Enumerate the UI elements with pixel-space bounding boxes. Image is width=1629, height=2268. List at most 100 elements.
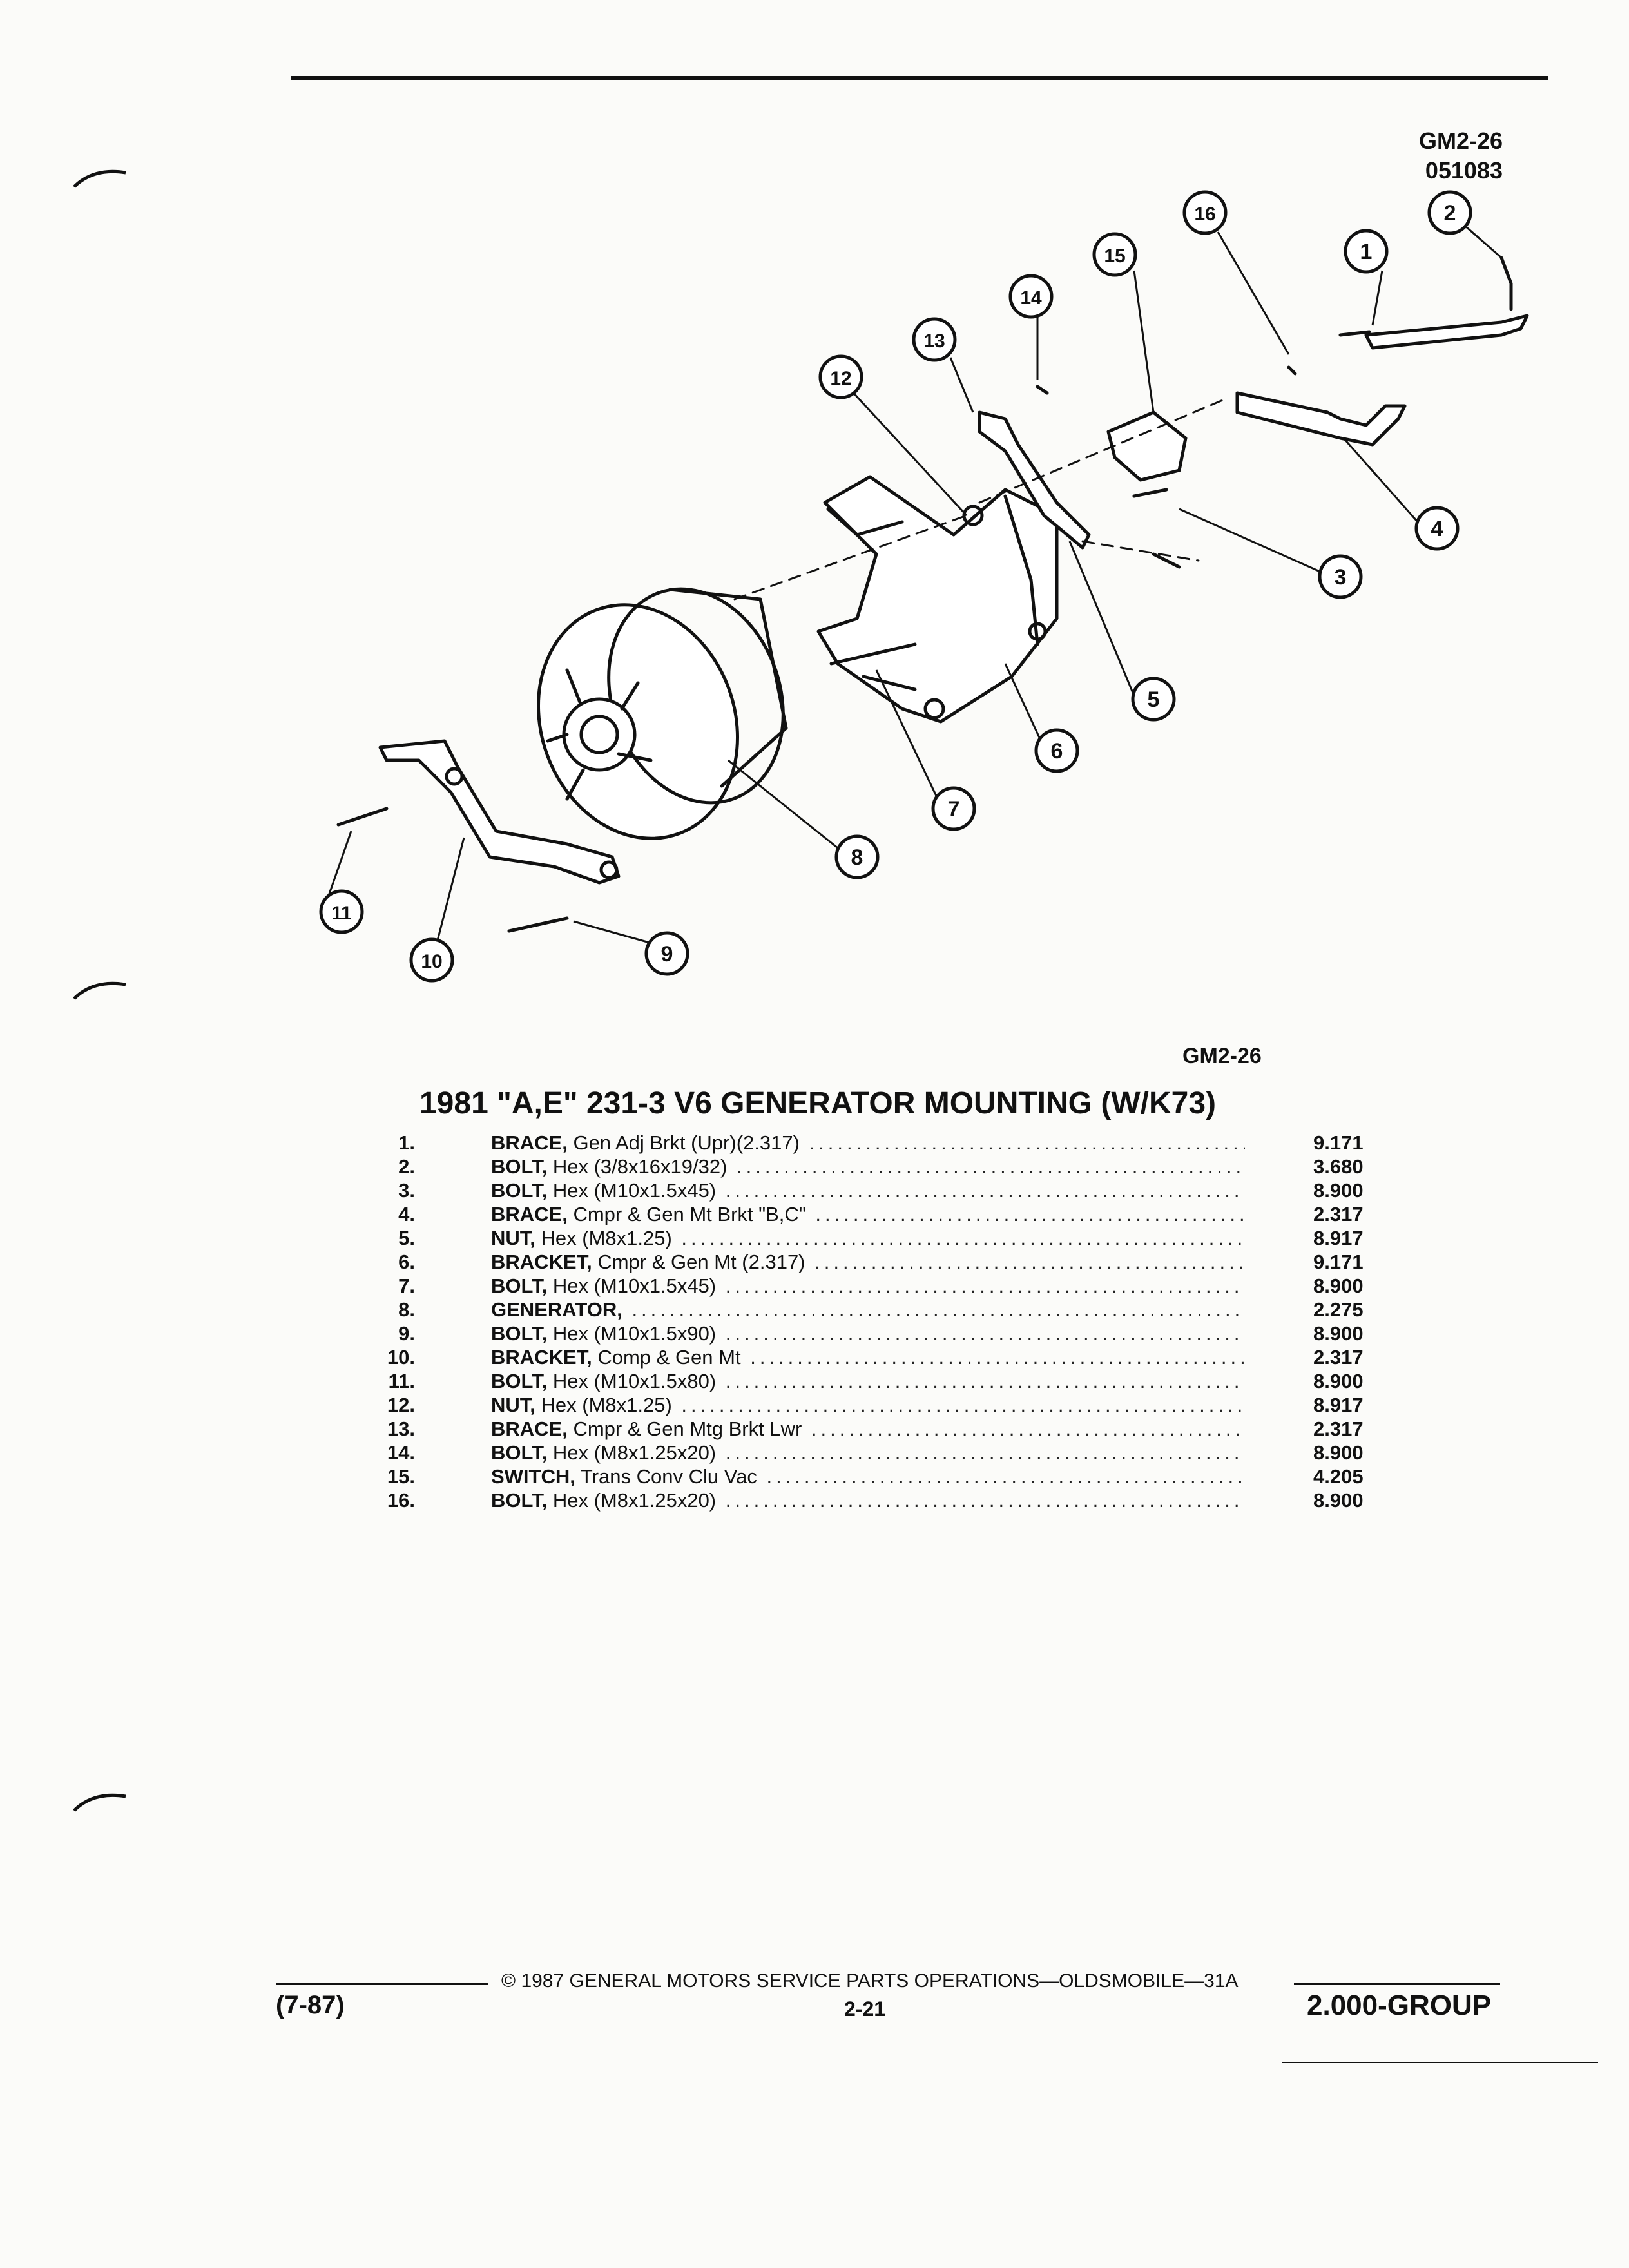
part-description: BOLT, Hex (M10x1.5x45) .................…	[491, 1274, 1245, 1298]
middle-brace-drawing	[1235, 391, 1407, 447]
group-number: 3.680	[1313, 1155, 1364, 1178]
group-label: 2.000-GROUP	[1307, 1990, 1492, 2021]
part-row: 5.NUT, Hex (M8x1.25) ...................…	[0, 1226, 1629, 1250]
callout-label: 10	[421, 951, 442, 972]
bolt-drawing	[1036, 365, 1297, 395]
part-number: 14.	[387, 1441, 415, 1464]
part-number: 4.	[398, 1203, 415, 1225]
group-number: 8.900	[1313, 1179, 1364, 1202]
callout-3	[1318, 554, 1363, 599]
margin-mark	[73, 169, 126, 188]
part-row: 14. BOLT, Hex (M8x1.25x20) ..............…	[0, 1441, 1629, 1465]
part-number: 3.	[398, 1179, 415, 1202]
part-description: BRACE, Cmpr & Gen Mtg Brkt Lwr .........…	[491, 1417, 1245, 1441]
part-number: 11.	[388, 1370, 415, 1392]
part-number: 10.	[387, 1346, 415, 1369]
bolt-drawing	[1132, 488, 1181, 569]
callout-label: 7	[948, 797, 960, 822]
leader-dots: ........................................…	[815, 1203, 1245, 1225]
callout-13	[912, 317, 957, 362]
leader-dots: ........................................…	[681, 1394, 1245, 1416]
group-number: 9.171	[1313, 1131, 1364, 1154]
group-number: 4.205	[1313, 1465, 1364, 1488]
part-description: BRACE, Gen Adj Brkt (Upr)(2.317) .......…	[491, 1131, 1245, 1155]
part-name: BRACKET,	[491, 1346, 592, 1369]
leader-dots: ........................................…	[811, 1418, 1245, 1440]
group-number: 8.917	[1313, 1227, 1364, 1249]
leader-dots: ........................................…	[681, 1227, 1245, 1249]
margin-mark	[73, 1793, 126, 1812]
part-detail: Trans Conv Clu Vac	[575, 1465, 757, 1488]
main-bracket-drawing	[816, 475, 1059, 724]
part-number: 6.	[398, 1251, 415, 1273]
callout-11	[319, 889, 364, 934]
part-row: 9.BOLT, Hex (M10x1.5x90) ...............…	[0, 1321, 1629, 1345]
part-row: 2.BOLT, Hex (3/8x16x19/32) .............…	[0, 1155, 1629, 1178]
generator-drawing	[536, 587, 788, 840]
leader-dots: ........................................…	[725, 1179, 1245, 1202]
callout-label: 8	[851, 845, 863, 870]
group-number: 2.317	[1313, 1418, 1364, 1440]
group-number: 9.171	[1313, 1251, 1364, 1273]
part-row: 1. BRACE, Gen Adj Brkt (Upr)(2.317) .....…	[0, 1131, 1629, 1155]
date-code: (7-87)	[276, 1991, 345, 2019]
part-row: 6. BRACKET, Cmpr & Gen Mt (2.317) .......…	[0, 1250, 1629, 1274]
part-detail: Hex (M10x1.5x45)	[547, 1179, 717, 1202]
callout-label: 9	[661, 942, 673, 966]
switch-drawing	[1106, 410, 1188, 482]
part-name: BRACE,	[491, 1203, 568, 1225]
callout-12	[818, 354, 863, 399]
callout-5	[1131, 677, 1176, 722]
callout-7	[931, 786, 976, 831]
group-number: 8.900	[1313, 1441, 1364, 1464]
illustration-code: GM2-26 051083	[1419, 126, 1503, 186]
part-description: NUT, Hex (M8x1.25) .....................…	[491, 1393, 1245, 1417]
bolt-drawing	[1338, 256, 1513, 337]
part-name: BRACE,	[491, 1131, 568, 1154]
part-description: BOLT, Hex (M10x1.5x80) .................…	[491, 1369, 1245, 1393]
part-description: GENERATOR, .............................…	[491, 1298, 1245, 1321]
part-detail: Gen Adj Brkt (Upr)(2.317)	[567, 1131, 800, 1154]
part-name: GENERATOR,	[491, 1298, 622, 1321]
callout-16	[1182, 190, 1228, 235]
callout-14	[1008, 274, 1054, 319]
part-description: SWITCH, Trans Conv Clu Vac .............…	[491, 1465, 1245, 1488]
callout-label: 6	[1051, 739, 1063, 764]
part-number: 16.	[387, 1489, 415, 1512]
part-detail: Hex (M10x1.5x80)	[547, 1370, 717, 1392]
leader-dots: ........................................…	[725, 1274, 1245, 1297]
part-detail: Hex (M10x1.5x45)	[547, 1274, 717, 1297]
callout-2	[1427, 190, 1472, 235]
part-row: 7.BOLT, Hex (M10x1.5x45) ...............…	[0, 1274, 1629, 1298]
part-number: 8.	[398, 1298, 415, 1321]
part-detail: Hex (3/8x16x19/32)	[547, 1155, 728, 1178]
part-row: 16.BOLT, Hex (M8x1.25x20) ..............…	[0, 1488, 1629, 1512]
part-description: BOLT, Hex (M10x1.5x90) .................…	[491, 1321, 1245, 1345]
bolt-drawing	[507, 916, 569, 933]
part-name: SWITCH,	[491, 1465, 575, 1488]
part-row: 13.BRACE, Cmpr & Gen Mtg Brkt Lwr ......…	[0, 1417, 1629, 1441]
part-detail: Comp & Gen Mt	[592, 1346, 741, 1369]
part-description: BRACKET, Cmpr & Gen Mt (2.317) .........…	[491, 1250, 1245, 1274]
footer-rule-left	[276, 1983, 488, 1985]
bolt-drawing	[336, 807, 389, 827]
part-description: BOLT, Hex (3/8x16x19/32) ...............…	[491, 1155, 1245, 1178]
callout-10	[409, 937, 454, 983]
part-name: BRACKET,	[491, 1251, 592, 1273]
part-detail: Cmpr & Gen Mt (2.317)	[592, 1251, 805, 1273]
callout-label: 15	[1104, 245, 1125, 267]
part-detail: Hex (M8x1.25)	[535, 1394, 672, 1416]
part-description: BOLT, Hex (M10x1.5x45) .................…	[491, 1178, 1245, 1202]
page-title: 1981 "A,E" 231-3 V6 GENERATOR MOUNTING (…	[419, 1086, 1217, 1120]
bottom-rule	[1282, 2062, 1598, 2063]
part-number: 1.	[398, 1131, 415, 1154]
part-detail: Hex (M8x1.25)	[535, 1227, 672, 1249]
group-number: 8.900	[1313, 1274, 1364, 1297]
part-description: BOLT, Hex (M8x1.25x20) .................…	[491, 1441, 1245, 1465]
callout-label: 14	[1020, 287, 1042, 309]
part-row: 8. GENERATOR, ...........................…	[0, 1298, 1629, 1321]
leader-dots: ........................................…	[750, 1346, 1245, 1369]
callout-label: 11	[331, 903, 352, 924]
part-name: BOLT,	[491, 1441, 548, 1464]
callout-label: 5	[1148, 687, 1160, 712]
